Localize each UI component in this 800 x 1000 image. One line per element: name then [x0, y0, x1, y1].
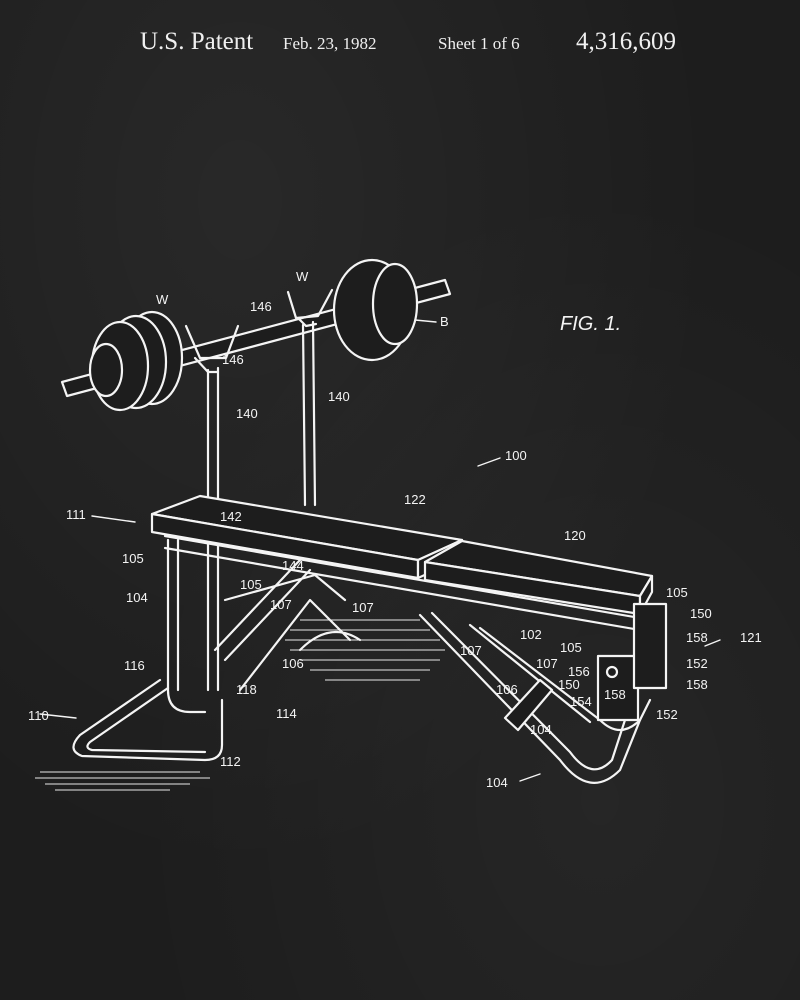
ref-label: 120: [564, 528, 586, 543]
ref-label: 152: [656, 707, 678, 722]
ref-label: 100: [505, 448, 527, 463]
ref-label: 122: [404, 492, 426, 507]
ref-label: 156: [568, 664, 590, 679]
patent-date: Feb. 23, 1982: [283, 34, 377, 53]
barbell: [60, 258, 452, 412]
ref-label: 158: [686, 630, 708, 645]
ref-label: 158: [686, 677, 708, 692]
patent-number: 4,316,609: [576, 28, 676, 55]
ref-label: 112: [220, 754, 241, 769]
patent-label: U.S. Patent: [140, 28, 254, 55]
ref-label: 154: [570, 694, 592, 709]
ref-label: 104: [486, 775, 508, 790]
ref-label: 111: [66, 507, 86, 522]
ref-label: 140: [328, 389, 350, 404]
ref-label: B: [440, 314, 449, 329]
ref-label: 107: [460, 643, 482, 658]
ref-label: 144: [282, 558, 304, 573]
ref-label: 107: [270, 597, 292, 612]
ref-label: 106: [282, 656, 304, 671]
ref-label: 104: [530, 722, 552, 737]
ref-label: 140: [236, 406, 258, 421]
ref-label: 107: [536, 656, 558, 671]
ref-label: 152: [686, 656, 708, 671]
ref-label: 105: [666, 585, 688, 600]
ref-label: 105: [560, 640, 582, 655]
ref-label: W: [156, 292, 169, 307]
ref-label: 114: [276, 706, 297, 721]
ref-label: W: [296, 269, 309, 284]
ref-label: 104: [126, 590, 148, 605]
ref-label: 146: [222, 352, 244, 367]
ref-label: 121: [740, 630, 762, 645]
ref-label: 110: [28, 708, 49, 723]
ref-label: 142: [220, 509, 242, 524]
ref-label: 105: [122, 551, 144, 566]
leader-lines: [39, 319, 721, 782]
sheet-number: Sheet 1 of 6: [438, 34, 520, 53]
bench-frame: [72, 534, 668, 784]
ref-label: 102: [520, 627, 542, 642]
ref-label: 118: [236, 682, 257, 697]
ref-label: 116: [124, 658, 145, 673]
ref-label: 106: [496, 682, 518, 697]
reference-labels: W W 146 146 B 140 140 100 111 122 120 14…: [28, 269, 762, 790]
ref-label: 150: [558, 677, 580, 692]
ref-label: 150: [690, 606, 712, 621]
ref-label: 105: [240, 577, 262, 592]
ref-label: 158: [604, 687, 626, 702]
ref-label: 107: [352, 600, 374, 615]
ref-label: 146: [250, 299, 272, 314]
figure-title: FIG. 1.: [560, 313, 621, 335]
bench-pads: [150, 494, 654, 616]
